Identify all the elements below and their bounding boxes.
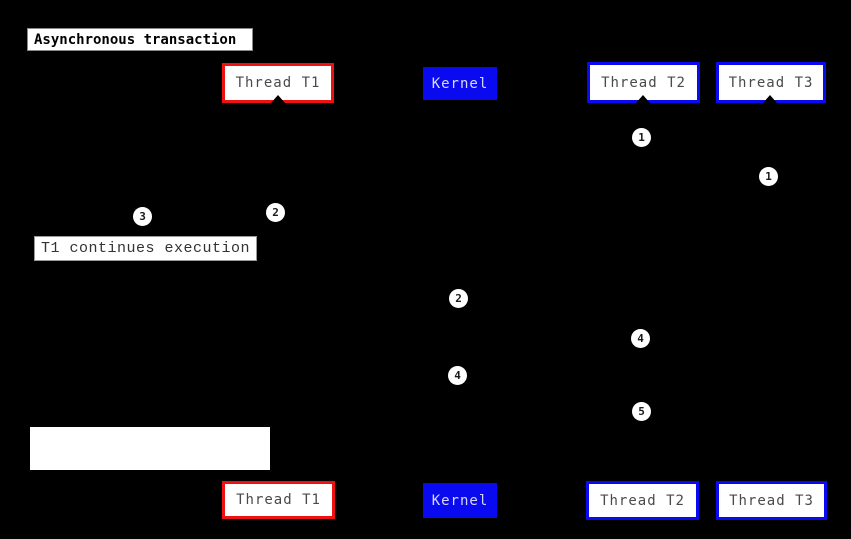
blank-note-box [30,427,270,470]
sequence-marker-3: 3 [133,207,152,226]
sequence-marker-5: 5 [632,402,651,421]
actor-thread-t1-bottom: Thread T1 [222,481,335,519]
actor-thread-t2-bottom: Thread T2 [586,481,699,520]
sequence-marker-2a: 2 [266,203,285,222]
sequence-marker-4b: 4 [448,366,467,385]
note-t1-continues: T1 continues execution [34,236,257,261]
actor-kernel-top: Kernel [423,67,497,100]
sequence-marker-2b: 2 [449,289,468,308]
diagram-title: Asynchronous transaction [27,28,253,51]
sequence-marker-4a: 4 [631,329,650,348]
sequence-marker-1a: 1 [632,128,651,147]
actor-thread-t3-bottom: Thread T3 [716,481,827,520]
actor-kernel-bottom: Kernel [423,483,497,518]
arrowhead-notch [271,95,285,103]
arrowhead-notch [763,95,777,103]
sequence-marker-1b: 1 [759,167,778,186]
arrowhead-notch [636,95,650,103]
